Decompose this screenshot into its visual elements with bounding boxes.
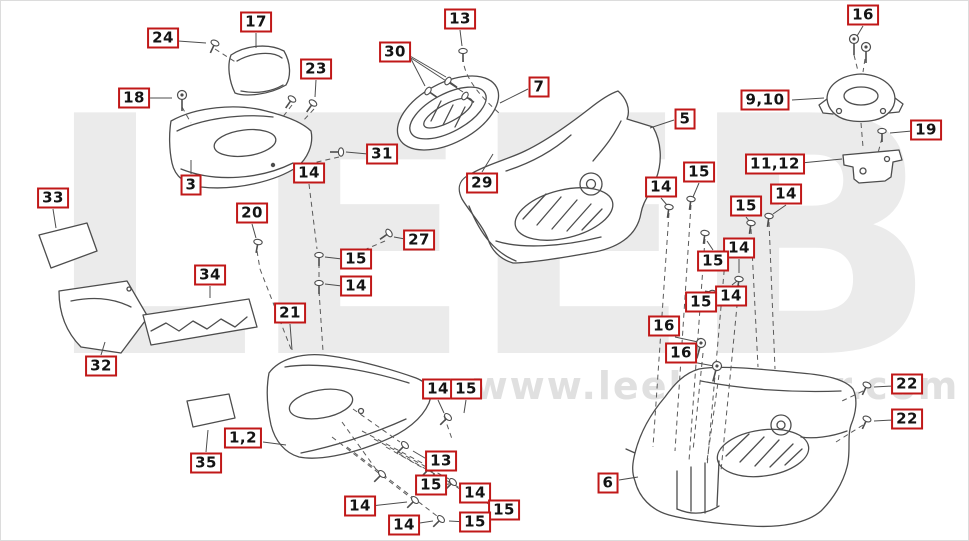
part-bracket-9-10 [818,73,904,123]
part-label-15: 15 [459,511,491,533]
part-label-14: 14 [770,183,802,205]
part-label-23: 23 [300,58,332,80]
part-label-15: 15 [415,474,447,496]
part-label-20: 20 [236,202,268,224]
part-label-13: 13 [444,8,476,30]
part-label-19: 19 [910,119,942,141]
part-label-29: 29 [466,172,498,194]
part-label-16: 16 [648,315,680,337]
part-label-15: 15 [488,499,520,521]
part-label-24: 24 [147,27,179,49]
part-bracket-11-12 [842,149,903,184]
part-label-15: 15 [683,161,715,183]
part-label-15: 15 [697,250,729,272]
part-label-7: 7 [528,76,550,98]
part-label-31: 31 [366,143,398,165]
part-mat-32 [58,280,149,354]
part-label-16: 16 [665,342,697,364]
part-label-9-10: 9,10 [740,89,790,111]
part-label-15: 15 [450,378,482,400]
part-label-34: 34 [194,264,226,286]
part-vent-cover-7 [396,75,500,151]
part-mat-34 [142,298,258,346]
part-label-30: 30 [379,41,411,63]
part-label-3: 3 [180,174,202,196]
part-label-13: 13 [425,450,457,472]
part-label-18: 18 [118,87,150,109]
part-label-35: 35 [190,452,222,474]
part-label-22: 22 [891,408,923,430]
part-label-14: 14 [388,514,420,536]
part-label-14: 14 [645,176,677,198]
part-label-27: 27 [403,229,435,251]
part-label-15: 15 [730,195,762,217]
part-label-14: 14 [715,285,747,307]
part-label-21: 21 [274,302,306,324]
part-label-14: 14 [293,162,325,184]
part-seat-cowl-17 [228,45,291,96]
part-floor-panel-5 [458,90,661,264]
part-pad-35 [186,393,236,428]
part-floor-panel-6 [625,366,857,528]
leader-lines-solid [52,25,913,525]
part-label-1-2: 1,2 [223,427,263,449]
part-label-14: 14 [344,495,376,517]
part-label-14: 14 [422,378,454,400]
part-label-33: 33 [37,187,69,209]
part-label-16: 16 [847,4,879,26]
part-label-17: 17 [240,11,272,33]
part-label-14: 14 [459,482,491,504]
part-label-14: 14 [723,237,755,259]
part-label-15: 15 [685,291,717,313]
part-label-14: 14 [340,275,372,297]
part-label-5: 5 [674,108,696,130]
part-label-6: 6 [597,472,619,494]
part-label-32: 32 [85,355,117,377]
part-mat-33 [38,222,98,269]
part-side-cover-1-2 [266,353,432,459]
part-label-15: 15 [340,248,372,270]
part-label-22: 22 [891,373,923,395]
part-label-11-12: 11,12 [745,153,805,175]
